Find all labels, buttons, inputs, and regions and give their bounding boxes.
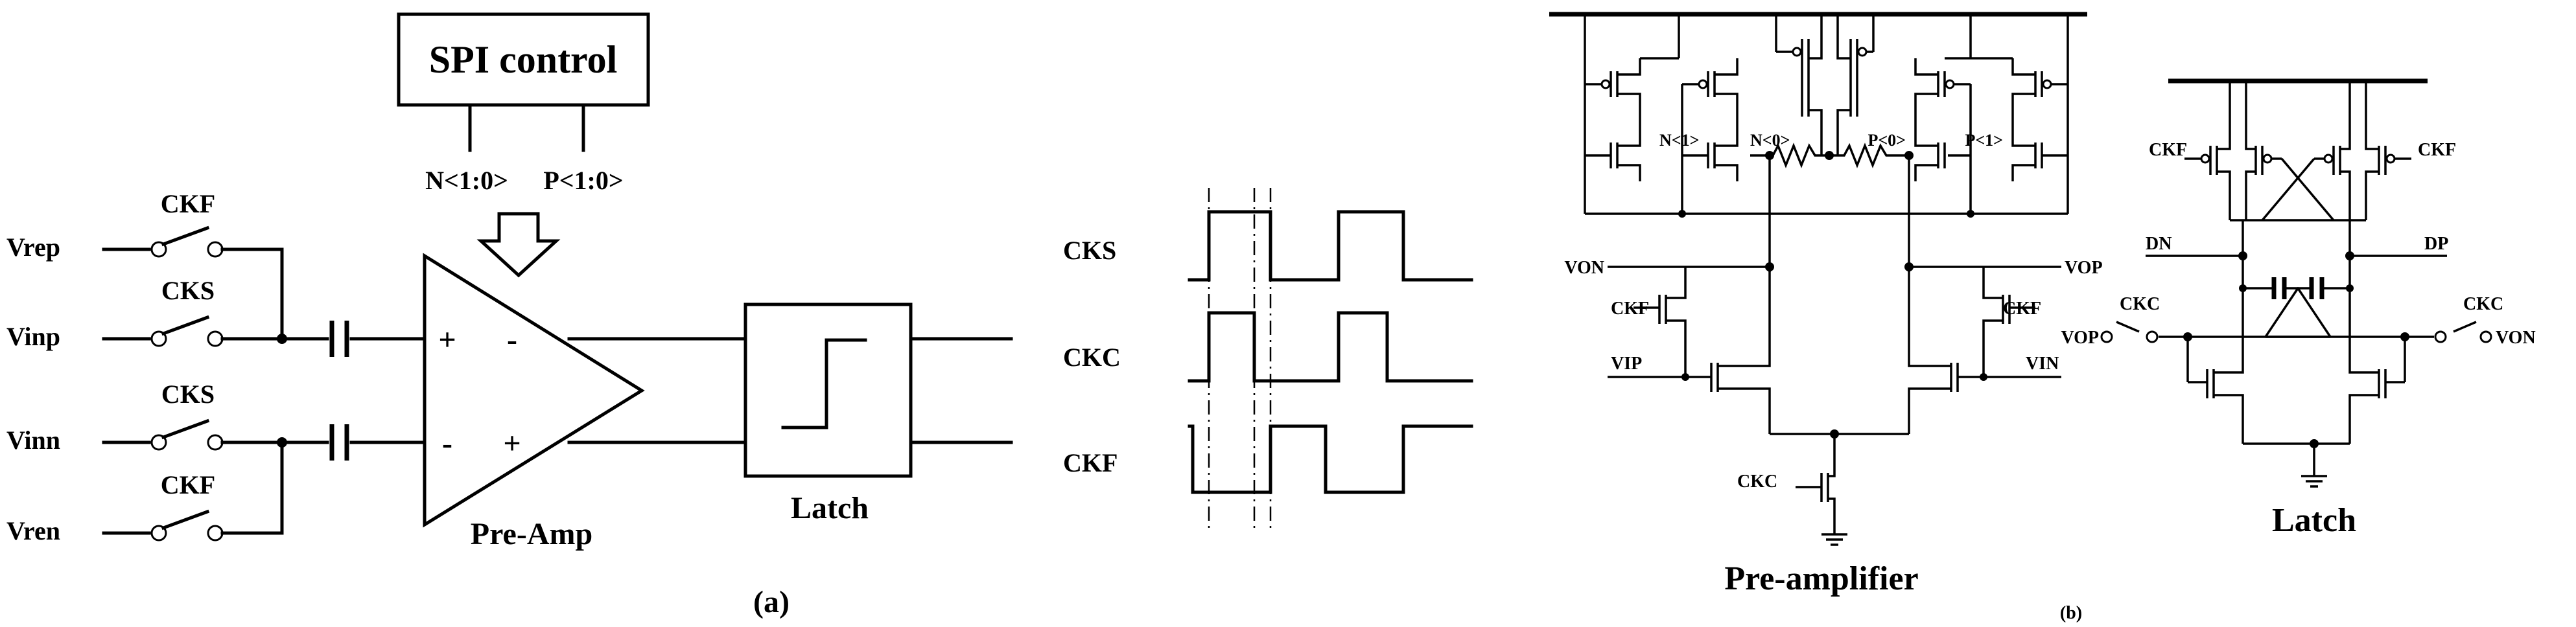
preamp-schematic: N<1> N<0> — [1549, 12, 2103, 597]
latch-input-stage — [2100, 321, 2492, 488]
label-n1: N<1> — [1659, 131, 1699, 150]
latch-pmos-row — [2184, 81, 2411, 222]
pmos-n1 — [1584, 14, 1641, 214]
latch-label-dp: DP — [2424, 234, 2448, 254]
pmos-p1 — [1971, 14, 2069, 214]
label-ckc: CKC — [1737, 472, 1777, 492]
caption-a: (a) — [753, 585, 790, 619]
caption-b: (b) — [2060, 603, 2082, 623]
latch-block — [744, 302, 913, 478]
input-capacitors — [329, 321, 427, 461]
input-switches — [102, 225, 329, 542]
timing-label-ckf: CKF — [1063, 448, 1118, 477]
latch-label-ckc-right: CKC — [2463, 294, 2503, 314]
preamp-plus-top: + — [438, 323, 456, 357]
label-ckf-right: CKF — [2003, 299, 2041, 319]
input-label-vinp: Vinp — [6, 322, 60, 351]
timing-diagram: CKS CKC CKF — [1063, 188, 1473, 531]
latch-schematic: CKF CKF DN DP — [2061, 78, 2536, 539]
timing-label-ckc: CKC — [1063, 343, 1121, 372]
preamp-plus-bottom: + — [503, 426, 521, 461]
label-von: VON — [1564, 258, 1604, 278]
latch-label-ckf-right: CKF — [2418, 140, 2456, 160]
spi-arrow-icon — [476, 212, 561, 278]
latch-step-icon — [781, 338, 867, 429]
preamp-minus-top: - — [507, 323, 517, 357]
latch-title: Latch — [2272, 502, 2356, 539]
spi-control-block — [397, 12, 650, 107]
spi-n-label: N<1:0> — [425, 166, 508, 195]
preamp-ckf-reset — [1633, 267, 2035, 350]
panel-a: SPI control N<1:0> P<1:0> Vrep Vinp Vinn… — [6, 12, 1013, 619]
waveform-ckf — [1188, 424, 1473, 494]
preamp-minus-bottom: - — [442, 426, 452, 461]
spi-control-label: SPI control — [429, 38, 618, 81]
switch-label-ckf-top: CKF — [161, 189, 215, 218]
label-ckf-left: CKF — [1611, 299, 1649, 319]
latch-label-vop: VOP — [2061, 328, 2099, 348]
input-label-vrep: Vrep — [6, 233, 60, 262]
label-vip: VIP — [1611, 354, 1642, 374]
latch-label-ckf-left: CKF — [2149, 140, 2187, 160]
preamp-tail — [1796, 434, 1847, 546]
label-n0: N<0> — [1750, 131, 1790, 150]
pmos-p0 — [1914, 14, 1972, 214]
pmos-n0 — [1640, 14, 1739, 214]
label-p1: P<1> — [1965, 131, 2003, 150]
switch-label-cks-bottom: CKS — [161, 380, 215, 409]
waveform-ckc — [1188, 311, 1473, 383]
preamp-title: Pre-amplifier — [1724, 560, 1918, 597]
label-vin: VIN — [2026, 354, 2059, 374]
timing-label-cks: CKS — [1063, 236, 1116, 265]
preamp-input-pair — [1608, 267, 2061, 439]
input-label-vinn: Vinn — [6, 426, 60, 455]
latch-label-von: VON — [2496, 328, 2536, 348]
preamp-triangle — [423, 253, 645, 528]
latch-label-dn: DN — [2146, 234, 2172, 254]
latch-cross-caps — [2239, 277, 2354, 337]
switch-label-cks-top: CKS — [161, 276, 215, 305]
label-vop: VOP — [2065, 258, 2103, 278]
preamp-label: Pre-Amp — [471, 517, 592, 551]
latch-label-ckc-left: CKC — [2120, 294, 2160, 314]
latch-block-label: Latch — [791, 491, 869, 525]
switch-label-ckf-bottom: CKF — [161, 470, 215, 499]
input-label-vren: Vren — [6, 516, 60, 545]
spi-p-label: P<1:0> — [543, 166, 623, 195]
label-p0: P<0> — [1868, 131, 1906, 150]
waveform-cks — [1188, 210, 1473, 282]
